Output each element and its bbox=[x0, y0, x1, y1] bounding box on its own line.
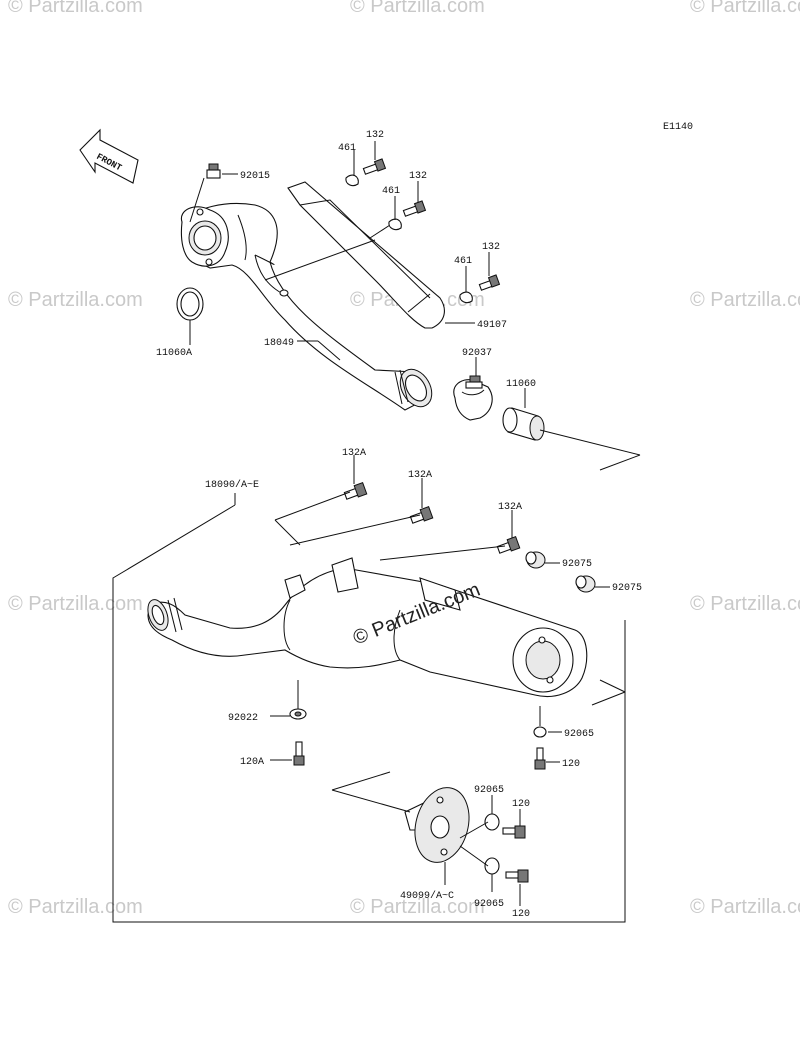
grommet-92075 bbox=[525, 551, 596, 593]
label-120: 120 bbox=[512, 909, 530, 920]
washer-92022 bbox=[289, 708, 307, 720]
heat-guard-49107 bbox=[287, 181, 445, 329]
exhaust-pipe-18049 bbox=[181, 202, 429, 411]
muffler-18090 bbox=[147, 557, 588, 697]
watermark-text: © Partzilla.com bbox=[8, 289, 143, 311]
washer-92065 bbox=[484, 726, 547, 875]
label-120: 120 bbox=[562, 759, 580, 770]
gasket-11060A bbox=[176, 287, 204, 321]
label-132A: 132A bbox=[498, 502, 522, 513]
clamp-92037 bbox=[453, 375, 493, 421]
label-461: 461 bbox=[382, 186, 400, 197]
watermark-text: © Partzilla.com bbox=[8, 593, 143, 615]
pipe-outlet bbox=[394, 368, 433, 408]
watermark-text: © Partzilla.com bbox=[690, 896, 800, 918]
muffler-outline-box bbox=[112, 493, 626, 923]
end-cap-49099 bbox=[404, 787, 470, 863]
diagram-code: E1140 bbox=[663, 122, 693, 133]
label-49099: 49099/A~C bbox=[400, 890, 454, 902]
label-132A: 132A bbox=[408, 470, 432, 481]
label-49107: 49107 bbox=[477, 320, 507, 331]
label-92015: 92015 bbox=[240, 171, 270, 182]
label-92065: 92065 bbox=[474, 785, 504, 796]
label-132: 132 bbox=[409, 171, 427, 182]
leader-lines-upper bbox=[189, 141, 641, 471]
watermark-text: © Partzilla.com bbox=[350, 896, 485, 918]
bolt-92015 bbox=[206, 163, 221, 179]
front-arrow-icon: FRONT bbox=[79, 128, 139, 184]
watermark-text: © Partzilla.com bbox=[350, 0, 485, 17]
leader-lines-lower bbox=[270, 455, 626, 906]
watermark-text: © Partzilla.com bbox=[690, 593, 800, 615]
gasket-11060 bbox=[502, 407, 545, 441]
label-92065: 92065 bbox=[564, 729, 594, 740]
exhaust-flange bbox=[180, 206, 229, 267]
label-92037: 92037 bbox=[462, 348, 492, 359]
label-92075: 92075 bbox=[612, 583, 642, 594]
label-461: 461 bbox=[454, 256, 472, 267]
label-92075: 92075 bbox=[562, 559, 592, 570]
label-120: 120 bbox=[512, 799, 530, 810]
watermark-text: © Partzilla.com bbox=[690, 289, 800, 311]
label-92065: 92065 bbox=[474, 899, 504, 910]
bolt-132 bbox=[362, 158, 501, 291]
label-132: 132 bbox=[482, 242, 500, 253]
label-18090: 18090/A~E bbox=[205, 479, 259, 491]
washer-461 bbox=[345, 174, 473, 304]
label-11060: 11060 bbox=[506, 379, 536, 390]
watermark-text: © Partzilla.com bbox=[8, 0, 143, 17]
label-18049: 18049 bbox=[264, 338, 294, 349]
label-120A: 120A bbox=[240, 757, 264, 768]
label-11060A: 11060A bbox=[156, 348, 192, 359]
watermark-layer: © Partzilla.com © Partzilla.com © Partzi… bbox=[8, 0, 800, 918]
label-132A: 132A bbox=[342, 448, 366, 459]
bolt-120 bbox=[293, 741, 546, 883]
label-132: 132 bbox=[366, 130, 384, 141]
watermark-text: © Partzilla.com bbox=[8, 896, 143, 918]
watermark-text: © Partzilla.com bbox=[690, 0, 800, 17]
label-92022: 92022 bbox=[228, 713, 258, 724]
label-461: 461 bbox=[338, 143, 356, 154]
bolt-132A bbox=[343, 482, 521, 554]
